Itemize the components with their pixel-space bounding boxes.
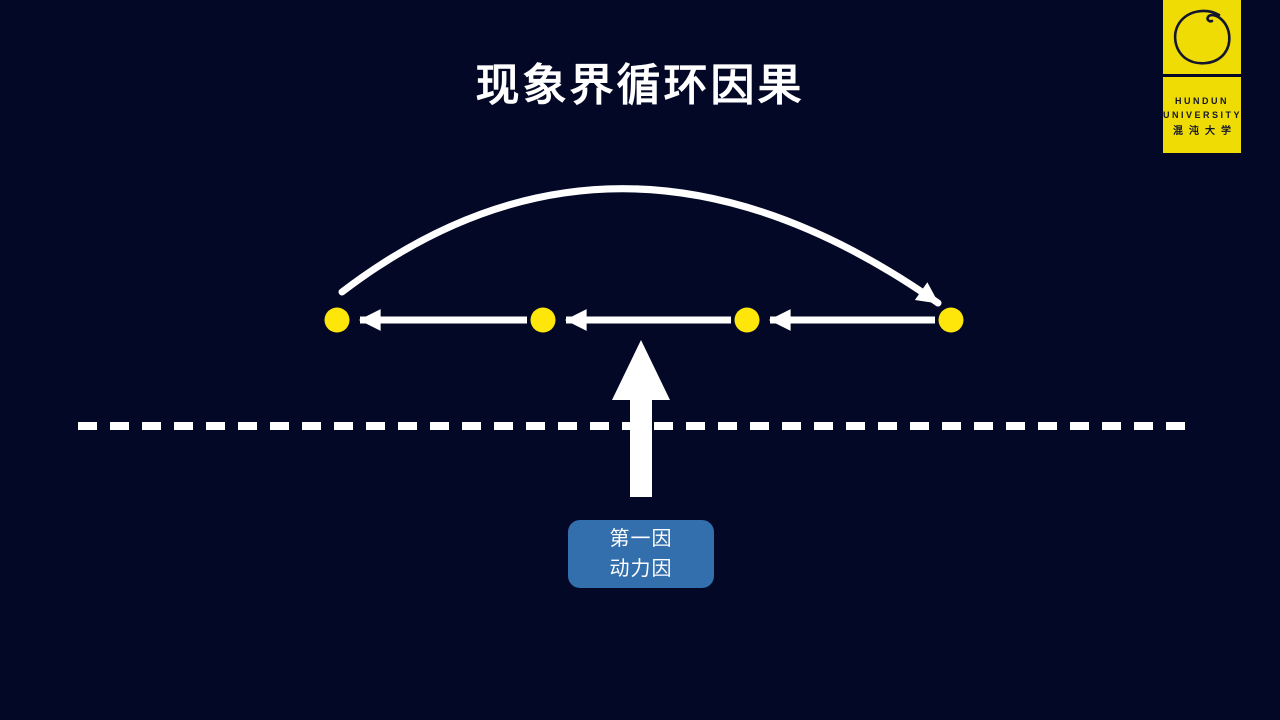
logo-circle-block	[1163, 0, 1241, 74]
first-cause-label: 第一因 动力因	[568, 520, 714, 588]
first-cause-up-arrow	[612, 340, 670, 497]
causal-dot	[938, 307, 964, 333]
hundun-logo: HUNDUN UNIVERSITY 混沌大学	[1163, 0, 1241, 153]
logo-name-cn: 混沌大学	[1173, 126, 1237, 137]
causal-dot	[324, 307, 350, 333]
logo-name-en-line1: HUNDUN	[1175, 96, 1229, 106]
causal-dot	[734, 307, 760, 333]
label-line-2: 动力因	[609, 558, 673, 580]
causal-chain	[324, 307, 964, 333]
hand-drawn-circle-icon	[1173, 9, 1231, 65]
causal-dot	[530, 307, 556, 333]
logo-name-en-line2: UNIVERSITY	[1163, 110, 1243, 120]
slide-title: 现象界循环因果	[475, 61, 805, 110]
loop-arc-arrow	[338, 185, 942, 307]
logo-text-block: HUNDUN UNIVERSITY 混沌大学	[1163, 77, 1241, 153]
label-line-1: 第一因	[609, 528, 673, 550]
